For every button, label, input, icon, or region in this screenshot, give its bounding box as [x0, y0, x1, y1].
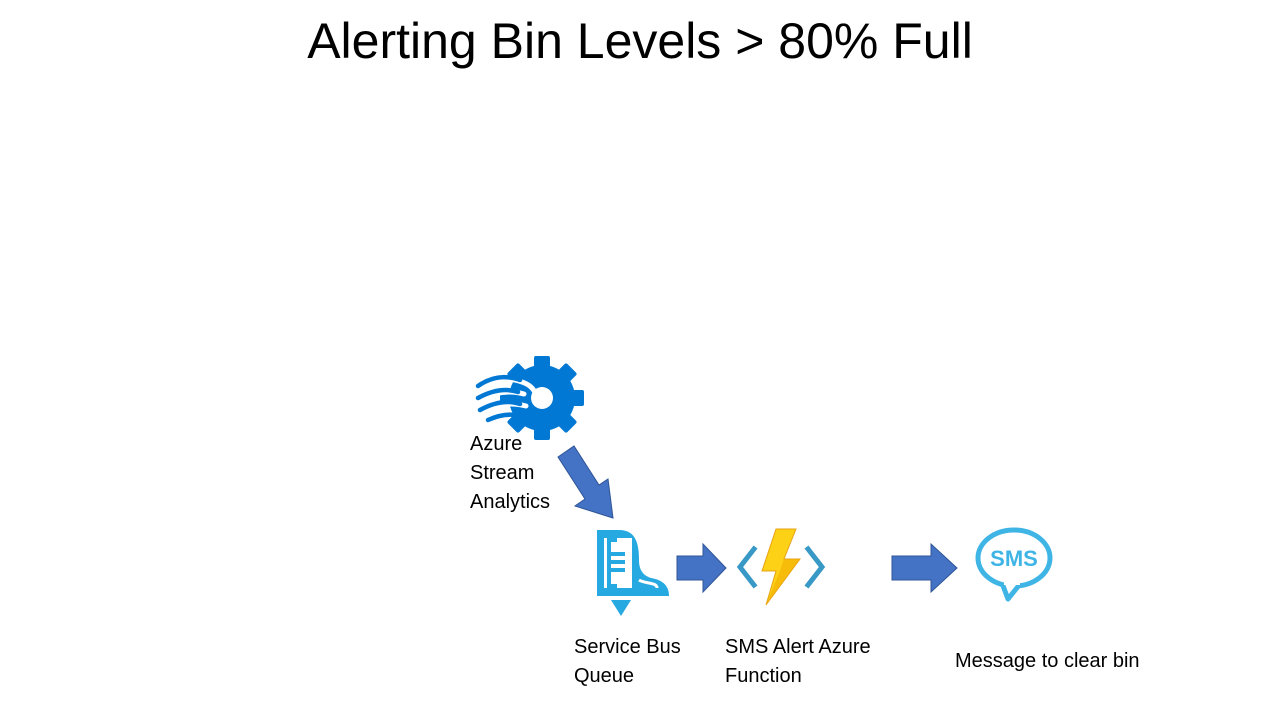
arrow-stream-to-servicebus [557, 445, 614, 519]
stream-analytics-label: Azure Stream Analytics [470, 433, 551, 513]
azure-function-icon [736, 528, 826, 606]
sms-icon-text: SMS [990, 546, 1038, 571]
sms-label: Message to clear bin [955, 650, 1140, 672]
function-label: SMS Alert Azure Function [725, 636, 871, 687]
sms-bubble-icon: SMS [975, 527, 1053, 602]
arrow-function-to-sms [891, 542, 958, 594]
arrow-servicebus-to-function [676, 542, 727, 594]
service-bus-label: Service Bus Queue [574, 636, 681, 687]
page-title: Alerting Bin Levels > 80% Full [307, 13, 973, 69]
service-bus-queue-icon [597, 530, 669, 616]
stream-analytics-gear-icon [475, 356, 584, 440]
